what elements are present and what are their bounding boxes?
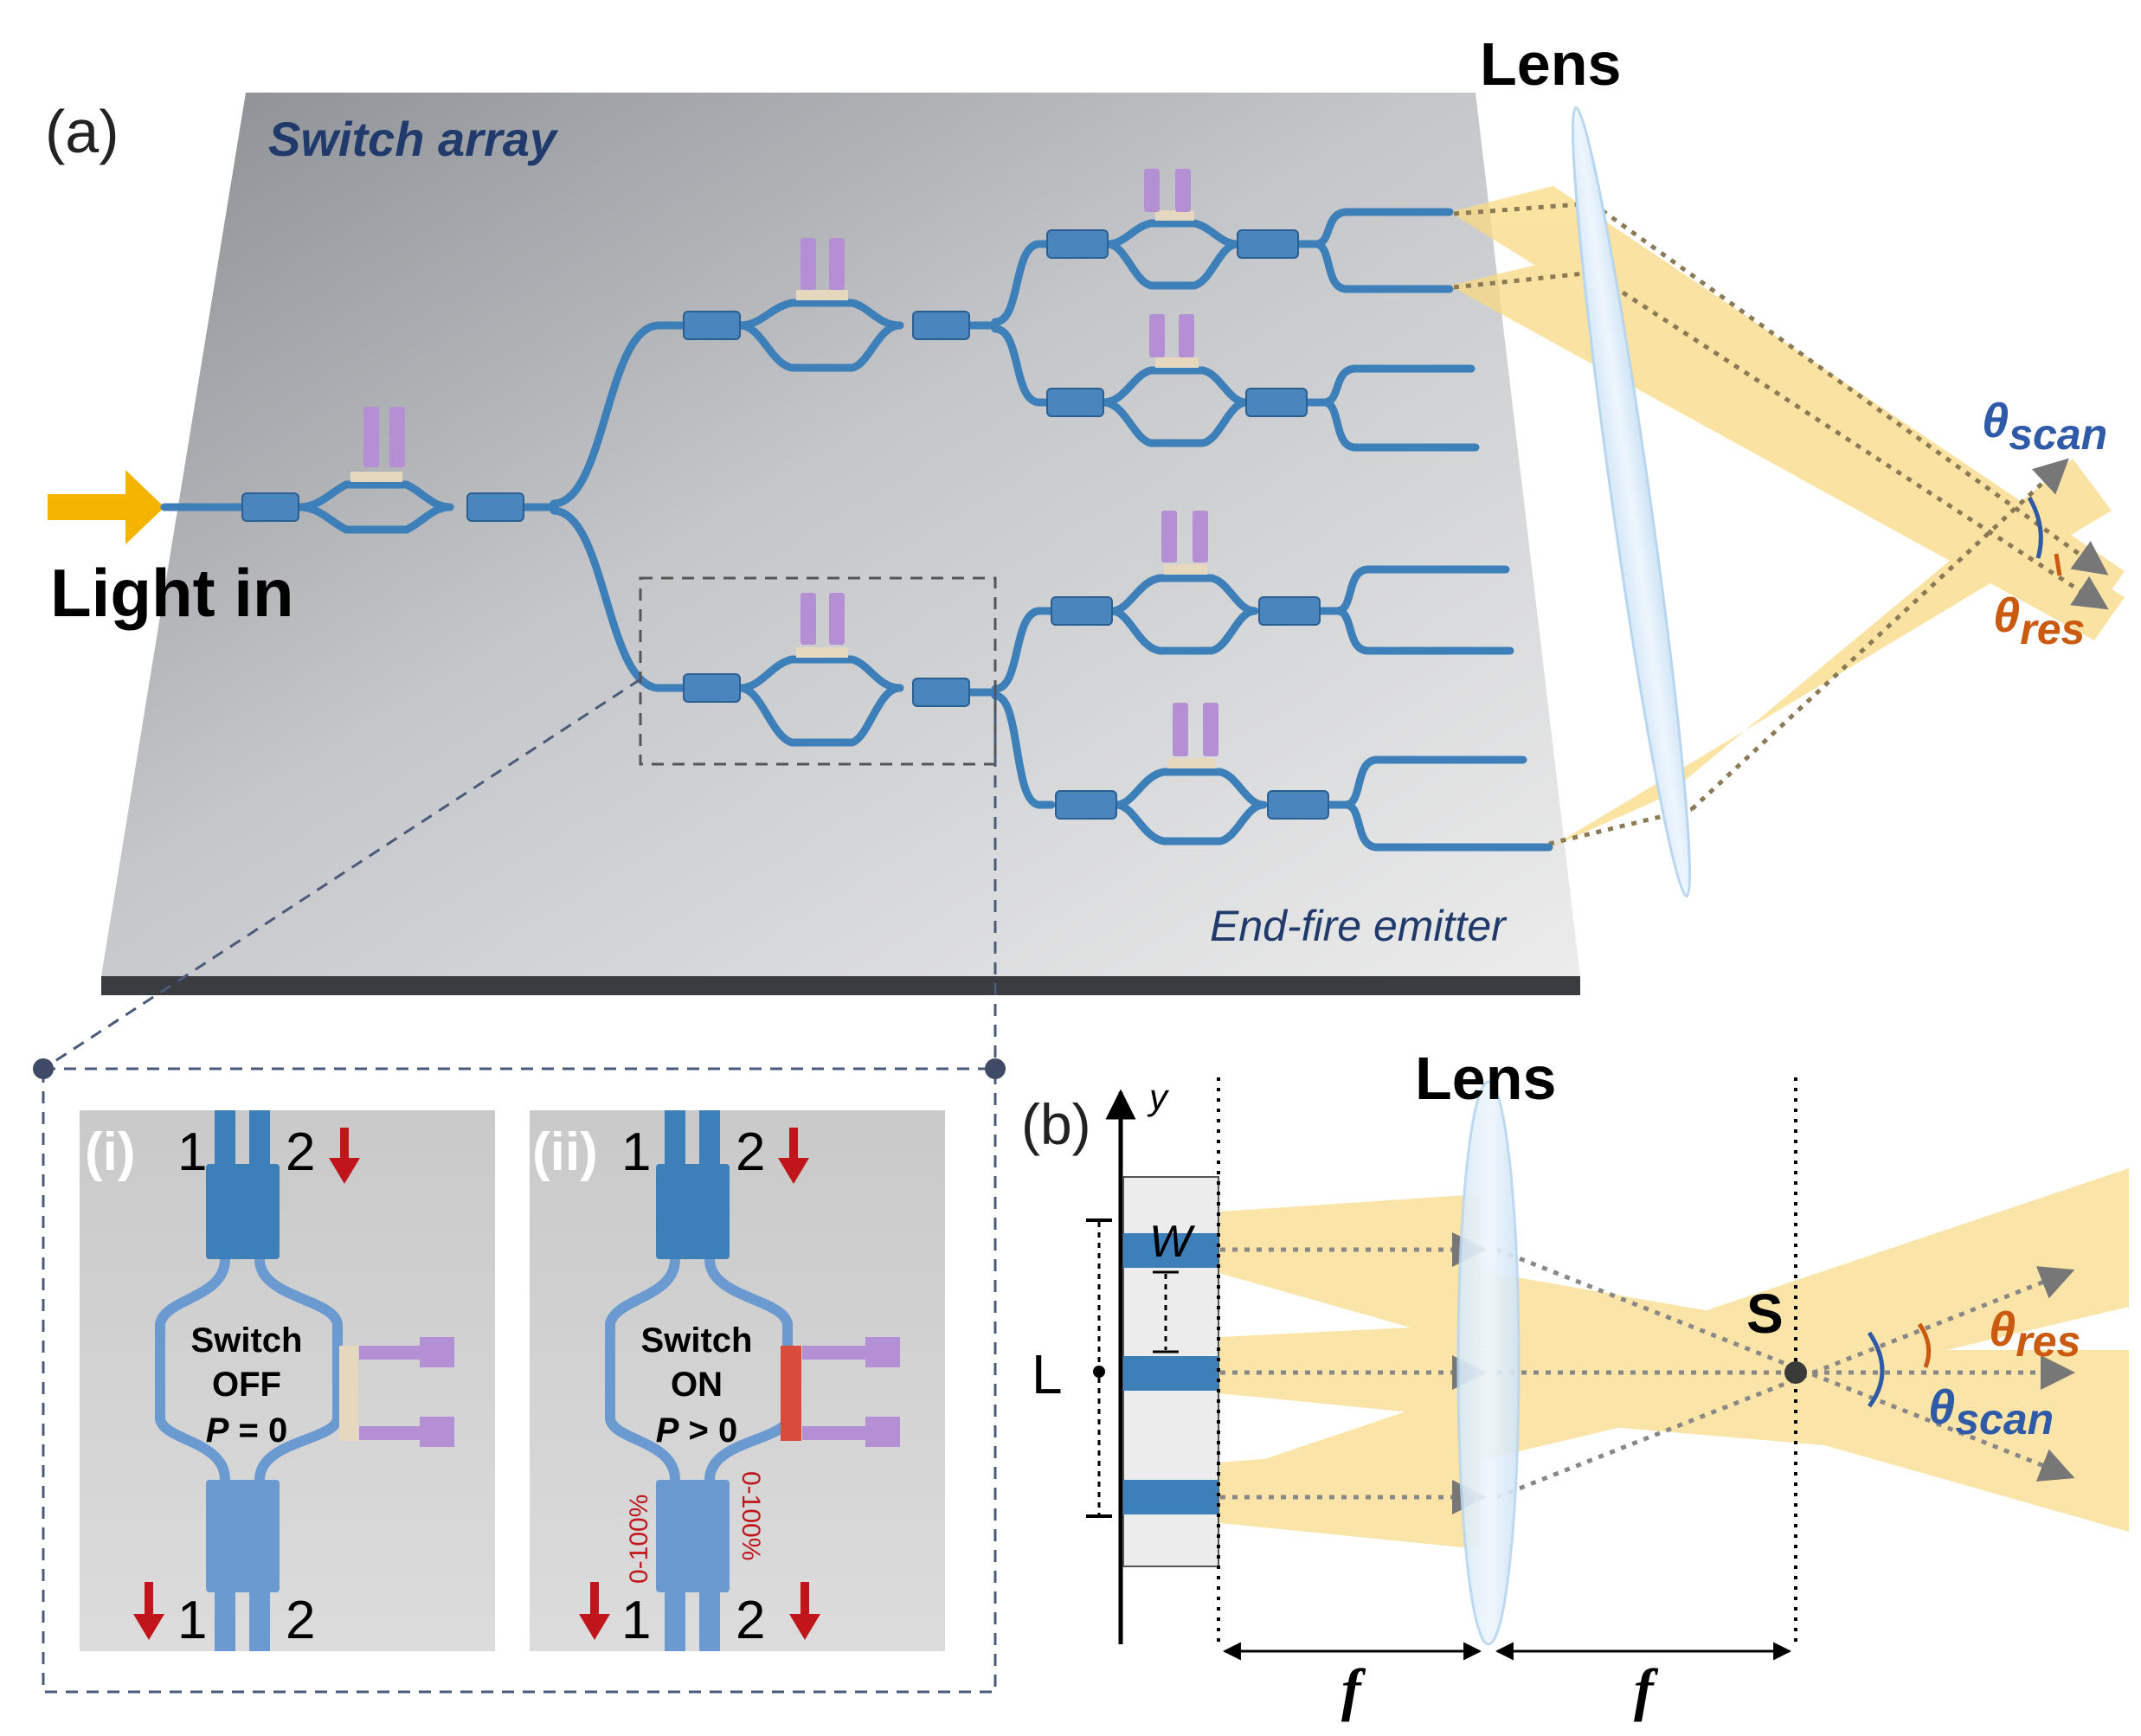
i-top-down-arrow-icon bbox=[329, 1128, 360, 1184]
b-rays bbox=[1220, 1232, 2075, 1514]
ii-bottom-left-arrow-icon bbox=[579, 1582, 610, 1640]
focal-left-label: f bbox=[1341, 1656, 1366, 1722]
panel-ii-label: (ii) bbox=[532, 1122, 598, 1182]
inset-panel: (i) 1 2 Switch OFF P = 0 1 2 bbox=[33, 1058, 1006, 1694]
switch-on-panel: (ii) 1 2 Switch ON P > 0 0-100% 0-100% 1… bbox=[530, 1110, 945, 1651]
shifter-6 bbox=[1161, 511, 1208, 575]
i-top-port-1: 1 bbox=[177, 1122, 207, 1182]
light-in-label: Light in bbox=[50, 555, 294, 631]
emitter-label: End-fire emitter bbox=[1210, 902, 1508, 950]
panel-b: (b) y W L bbox=[1021, 1045, 2129, 1722]
y-axis-label: y bbox=[1147, 1077, 1170, 1117]
emitter-3 bbox=[1123, 1480, 1218, 1514]
shifter-7 bbox=[1168, 703, 1218, 768]
theta-scan-a: θscan bbox=[1982, 393, 2107, 459]
shifter-2 bbox=[796, 238, 848, 300]
chip-surface bbox=[101, 93, 1580, 976]
ii-top-port-1: 1 bbox=[621, 1122, 651, 1182]
shifter-1 bbox=[350, 407, 405, 482]
chip-title: Switch array bbox=[268, 112, 559, 166]
i-bottom-down-arrow-icon bbox=[133, 1582, 164, 1640]
i-state-line2: OFF bbox=[212, 1366, 281, 1404]
ii-top-port-2: 2 bbox=[736, 1122, 765, 1182]
pitch-label: L bbox=[1032, 1343, 1063, 1405]
chip-thickness bbox=[101, 976, 1580, 995]
i-power: P = 0 bbox=[206, 1411, 288, 1450]
heater-off bbox=[339, 1346, 358, 1441]
i-bottom-port-1: 1 bbox=[177, 1591, 207, 1650]
panel-a: (a) Switch array End-fire emitter Light … bbox=[42, 30, 2125, 1071]
b-beams bbox=[1216, 1168, 2129, 1549]
i-top-port-2: 2 bbox=[286, 1122, 315, 1182]
b-theta-scan: θscan bbox=[1928, 1379, 2054, 1443]
ii-bottom-right-arrow-icon bbox=[789, 1582, 820, 1640]
heater-on bbox=[781, 1346, 801, 1441]
ii-ratio-left: 0-100% bbox=[625, 1495, 653, 1584]
focus-label: S bbox=[1746, 1283, 1784, 1345]
i-state-line1: Switch bbox=[191, 1321, 303, 1360]
shifter-4 bbox=[1144, 169, 1194, 221]
emitter-1 bbox=[1123, 1233, 1218, 1268]
width-label: W bbox=[1149, 1217, 1196, 1267]
theta-res-arc bbox=[2054, 553, 2062, 576]
mmi-couplers bbox=[241, 229, 1329, 820]
lens-b-label: Lens bbox=[1415, 1045, 1556, 1112]
ii-top-down-arrow-icon bbox=[778, 1128, 809, 1184]
shifter-5 bbox=[1149, 314, 1199, 368]
lens-a bbox=[1571, 106, 1692, 898]
panel-a-label: (a) bbox=[45, 98, 119, 165]
switch-off-panel: (i) 1 2 Switch OFF P = 0 1 2 bbox=[80, 1110, 495, 1651]
b-theta-scan-arc bbox=[1867, 1331, 1885, 1408]
panel-i-label: (i) bbox=[85, 1122, 136, 1182]
focal-right-label: f bbox=[1634, 1656, 1659, 1722]
zoom-line-left bbox=[42, 678, 641, 1071]
ii-bottom-port-2: 2 bbox=[736, 1591, 765, 1650]
focus-point bbox=[1784, 1361, 1807, 1384]
ii-state-line2: ON bbox=[671, 1366, 723, 1404]
i-bottom-port-2: 2 bbox=[286, 1591, 315, 1650]
emitter-2 bbox=[1123, 1356, 1218, 1391]
theta-scan-arc bbox=[2027, 496, 2043, 559]
zoom-box bbox=[639, 576, 997, 766]
ii-power: P > 0 bbox=[656, 1411, 738, 1450]
shifter-3 bbox=[796, 593, 848, 658]
theta-res-a: θres bbox=[1993, 588, 2085, 653]
phase-shifters bbox=[350, 169, 1218, 768]
panel-b-label: (b) bbox=[1021, 1092, 1091, 1156]
waveguide-tree bbox=[160, 208, 1553, 852]
input-arrow-icon bbox=[48, 470, 164, 544]
ii-state-line1: Switch bbox=[641, 1321, 753, 1360]
lens-b bbox=[1456, 1080, 1521, 1646]
ii-bottom-port-1: 1 bbox=[621, 1591, 651, 1650]
ii-ratio-right: 0-100% bbox=[736, 1471, 765, 1560]
b-theta-res-arc bbox=[1917, 1322, 1932, 1368]
lens-a-label: Lens bbox=[1480, 30, 1621, 98]
b-theta-res: θres bbox=[1989, 1302, 2080, 1366]
